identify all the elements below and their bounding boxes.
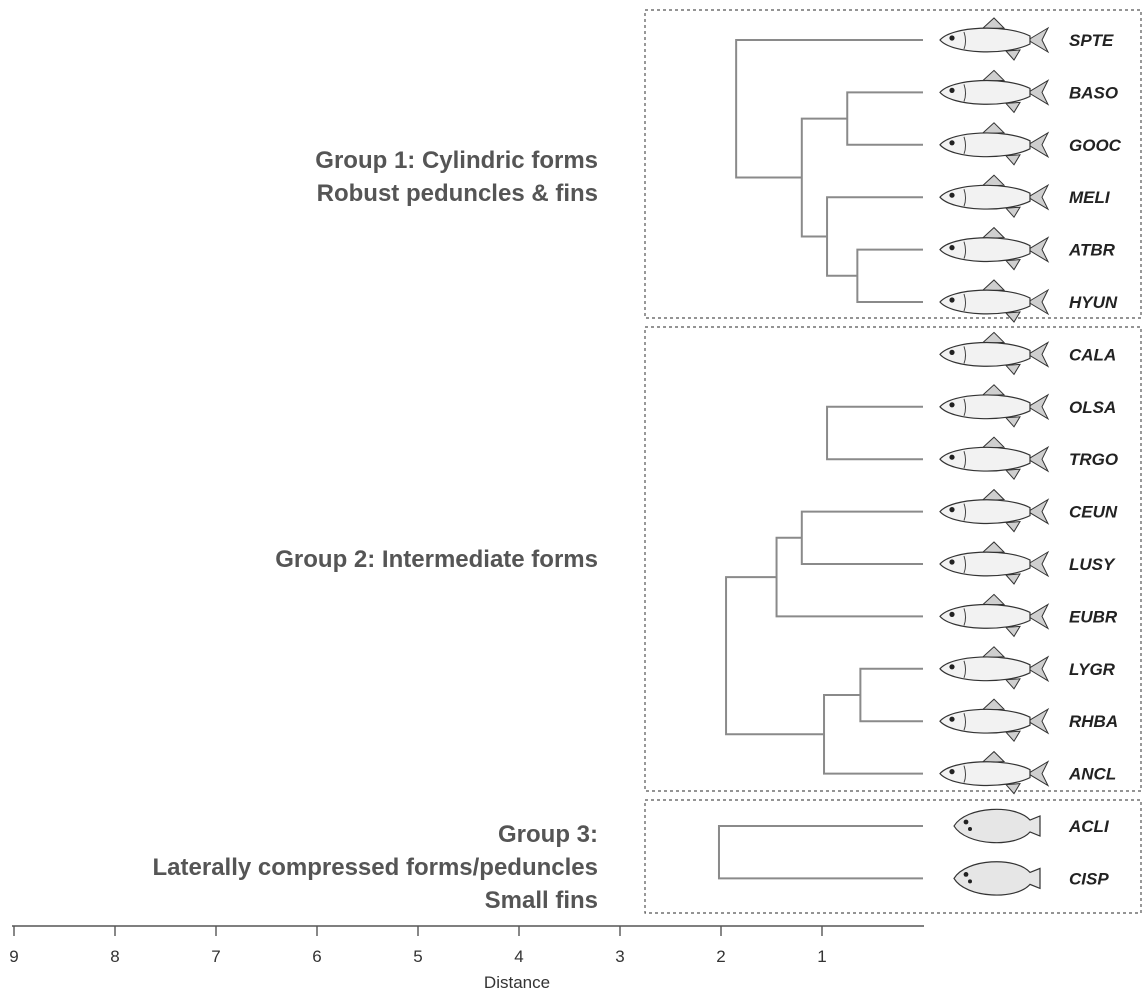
fish-illustration-rhba xyxy=(939,698,1050,743)
group-1-label-line-2: Robust peduncles & fins xyxy=(316,180,598,207)
species-label-acli: ACLI xyxy=(1068,817,1110,836)
fish-illustration-gooc xyxy=(939,122,1050,166)
species-label-eubr: EUBR xyxy=(1069,607,1118,626)
species-label-gooc: GOOC xyxy=(1069,136,1122,155)
dendrogram-branch-rest-g1 xyxy=(800,117,848,238)
group-2-box xyxy=(644,326,1142,792)
distance-axis: 9 8 7 6 5 4 3 2 1 xyxy=(9,925,924,966)
dendrogram-branch-group1 xyxy=(735,39,923,179)
fish-illustrations xyxy=(939,17,1050,896)
group-3-label-line-1: Group 3: xyxy=(498,821,598,848)
species-label-lusy: LUSY xyxy=(1069,555,1116,574)
dendrogram-branches xyxy=(717,39,923,880)
dendrogram-branch-ceun-group xyxy=(725,576,825,736)
dendrogram-branch-lygr-rhba xyxy=(859,667,923,723)
fish-illustration-hyun xyxy=(939,279,1050,323)
fish-illustration-spte xyxy=(939,17,1050,61)
group-2-label: Group 2: Intermediate forms xyxy=(275,543,598,576)
dendrogram-branch-olsa-trgo xyxy=(826,405,923,461)
fish-illustration-eubr xyxy=(939,593,1050,638)
species-label-trgo: TRGO xyxy=(1069,450,1118,469)
fish-illustration-trgo xyxy=(939,436,1050,481)
fish-illustration-lygr xyxy=(939,646,1050,690)
dendrogram-branch-baso-gooc xyxy=(846,91,923,146)
group-3-label-line-2: Laterally compressed forms/peduncles xyxy=(152,854,599,881)
species-label-atbr: ATBR xyxy=(1068,241,1116,260)
fish-illustration-atbr xyxy=(939,226,1050,271)
dendrogram-branch-ceun-lusy xyxy=(800,510,923,565)
dendrogram-branch-atbr-hyun xyxy=(856,248,923,303)
species-label-cisp: CISP xyxy=(1069,869,1109,888)
species-label-lygr: LYGR xyxy=(1069,660,1116,679)
species-label-meli: MELI xyxy=(1069,188,1111,207)
group-1-box xyxy=(644,9,1142,319)
group-1-label: Group 1: Cylindric forms Robust peduncle… xyxy=(315,144,598,210)
fish-illustration-ceun xyxy=(939,488,1050,533)
fish-illustration-meli xyxy=(939,174,1050,219)
axis-tick-label-4: 4 xyxy=(514,947,523,966)
dendrogram-branch-group3 xyxy=(717,825,923,880)
group-2-label-line-1: Group 2: Intermediate forms xyxy=(275,546,598,573)
axis-tick-label-8: 8 xyxy=(110,947,119,966)
species-label-ceun: CEUN xyxy=(1069,503,1118,522)
fish-illustration-acli xyxy=(953,808,1041,844)
fish-illustration-cala xyxy=(939,331,1050,376)
fish-illustration-olsa xyxy=(939,384,1050,428)
axis-tick-label-9: 9 xyxy=(9,947,18,966)
fish-illustration-baso xyxy=(939,69,1050,114)
group-3-label: Group 3: Laterally compressed forms/pedu… xyxy=(153,818,599,917)
axis-tick-label-2: 2 xyxy=(716,947,725,966)
species-label-ancl: ANCL xyxy=(1068,765,1116,784)
species-label-spte: SPTE xyxy=(1069,31,1114,50)
group-3-box xyxy=(644,799,1142,914)
axis-tick-label-3: 3 xyxy=(615,947,624,966)
axis-tick-label-1: 1 xyxy=(817,947,826,966)
species-label-cala: CALA xyxy=(1069,345,1116,364)
species-labels: SPTE BASO GOOC MELI ATBR HYUN CALA OLSA TRGO CEUN… xyxy=(1068,31,1122,888)
axis-tick-label-7: 7 xyxy=(211,947,220,966)
fish-illustration-cisp xyxy=(953,861,1041,896)
axis-tick-label-5: 5 xyxy=(413,947,422,966)
group-1-label-line-1: Group 1: Cylindric forms xyxy=(315,147,598,174)
dendrogram-branch-ceun-lusy-eubr xyxy=(775,536,923,618)
dendrogram-branch-meli-atbr-hyun xyxy=(826,196,923,277)
fish-illustration-ancl xyxy=(939,750,1050,795)
species-label-rhba: RHBA xyxy=(1069,712,1118,731)
dendrogram-branch-lygr-rhba-ancl xyxy=(823,694,923,775)
species-label-olsa: OLSA xyxy=(1069,398,1116,417)
axis-tick-label-6: 6 xyxy=(312,947,321,966)
group-3-label-line-3: Small fins xyxy=(484,887,598,914)
fish-illustration-lusy xyxy=(939,541,1050,585)
axis-title: Distance xyxy=(484,973,550,992)
species-label-hyun: HYUN xyxy=(1069,293,1118,312)
species-label-baso: BASO xyxy=(1069,83,1118,102)
